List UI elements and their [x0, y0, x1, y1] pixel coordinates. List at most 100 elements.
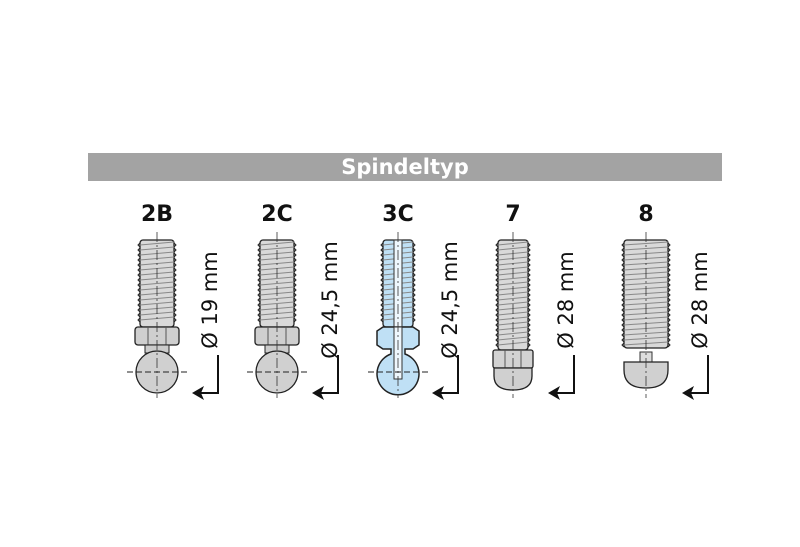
thread-tooth [495, 322, 531, 328]
thread-tooth [621, 342, 671, 348]
spindle-3c: 3CØ 24,5 mm [368, 202, 462, 400]
thread-tooth [495, 272, 531, 278]
thread-tooth [621, 242, 671, 248]
thread-tooth [257, 272, 297, 278]
thread-tooth [380, 312, 416, 318]
thread-tooth [137, 302, 177, 308]
thread-tooth [495, 267, 531, 273]
thread-tooth [495, 277, 531, 283]
thread-tooth [380, 272, 416, 278]
header-bar: Spindeltyp [88, 153, 722, 181]
thread-line [139, 246, 175, 251]
thread-tooth [495, 242, 531, 248]
thread-tooth [257, 267, 297, 273]
thread-tooth [380, 297, 416, 303]
thread-tooth [621, 317, 671, 323]
spindle-label: 7 [505, 202, 520, 227]
thread-tooth [621, 322, 671, 328]
thread-tooth [495, 317, 531, 323]
thread-line [623, 331, 669, 336]
thread-tooth [621, 312, 671, 318]
spindle-2b: 2B Ø 19 mm [127, 202, 222, 400]
thread-tooth [137, 247, 177, 253]
dimension-bracket [314, 355, 339, 394]
arrow-icon [312, 386, 324, 400]
diameter-label: Ø 24,5 mm [318, 241, 342, 359]
diameter-label: Ø 19 mm [198, 251, 222, 349]
thread-tooth [495, 297, 531, 303]
thread-tooth [621, 282, 671, 288]
thread-tooth [257, 287, 297, 293]
thread-line [497, 241, 529, 246]
thread-tooth [495, 312, 531, 318]
thread-tooth [380, 287, 416, 293]
thread-tooth [621, 307, 671, 313]
dimension-bracket [684, 355, 709, 394]
thread-line [497, 281, 529, 286]
thread-line [623, 296, 669, 301]
thread-tooth [257, 317, 297, 323]
thread-line [623, 246, 669, 251]
spindle-2c: 2CØ 24,5 mm [247, 202, 342, 400]
thread-line [139, 296, 175, 301]
thread-tooth [257, 262, 297, 268]
thread-tooth [621, 327, 671, 333]
thread-tooth [137, 312, 177, 318]
thread-line [623, 276, 669, 281]
thread-tooth [495, 342, 531, 348]
arrow-icon [682, 386, 694, 400]
thread-tooth [257, 282, 297, 288]
thread-line [623, 336, 669, 341]
thread-tooth [257, 297, 297, 303]
thread-tooth [257, 252, 297, 258]
thread-tooth [621, 252, 671, 258]
thread-line [497, 301, 529, 306]
thread-line [259, 281, 295, 286]
thread-line [139, 241, 175, 246]
thread-tooth [137, 277, 177, 283]
cap [623, 361, 669, 389]
spindle-label: 2B [141, 202, 173, 227]
thread-tooth [495, 282, 531, 288]
thread-tooth [257, 307, 297, 313]
thread-line [139, 276, 175, 281]
thread-tooth [137, 262, 177, 268]
thread-tooth [621, 302, 671, 308]
arrow-icon [192, 386, 204, 400]
diameter-label: Ø 24,5 mm [438, 241, 462, 359]
thread-tooth [257, 242, 297, 248]
thread-line [259, 296, 295, 301]
thread-tooth [380, 242, 416, 248]
thread-tooth [495, 262, 531, 268]
thread-tooth [137, 317, 177, 323]
thread-tooth [495, 257, 531, 263]
arrow-icon [432, 386, 444, 400]
thread-tooth [380, 307, 416, 313]
thread-tooth [621, 277, 671, 283]
thread-tooth [495, 307, 531, 313]
thread-tooth [137, 272, 177, 278]
thread-tooth [621, 257, 671, 263]
thread-line [259, 276, 295, 281]
thread-tooth [380, 247, 416, 253]
header-title: Spindeltyp [341, 155, 469, 179]
thread-line [139, 301, 175, 306]
thread-line [497, 336, 529, 341]
thread-tooth [137, 297, 177, 303]
thread-tooth [380, 277, 416, 283]
thread-line [497, 296, 529, 301]
thread-tooth [380, 267, 416, 273]
thread-tooth [621, 267, 671, 273]
spindle-8: 8Ø 28 mm [621, 202, 712, 400]
thread-tooth [137, 287, 177, 293]
spindle-7: 7Ø 28 mm [492, 202, 578, 400]
thread-tooth [621, 332, 671, 338]
thread-tooth [257, 312, 297, 318]
thread-line [623, 241, 669, 246]
thread-tooth [137, 242, 177, 248]
thread-tooth [495, 332, 531, 338]
thread-tooth [380, 317, 416, 323]
thread-tooth [257, 257, 297, 263]
thread-tooth [380, 262, 416, 268]
